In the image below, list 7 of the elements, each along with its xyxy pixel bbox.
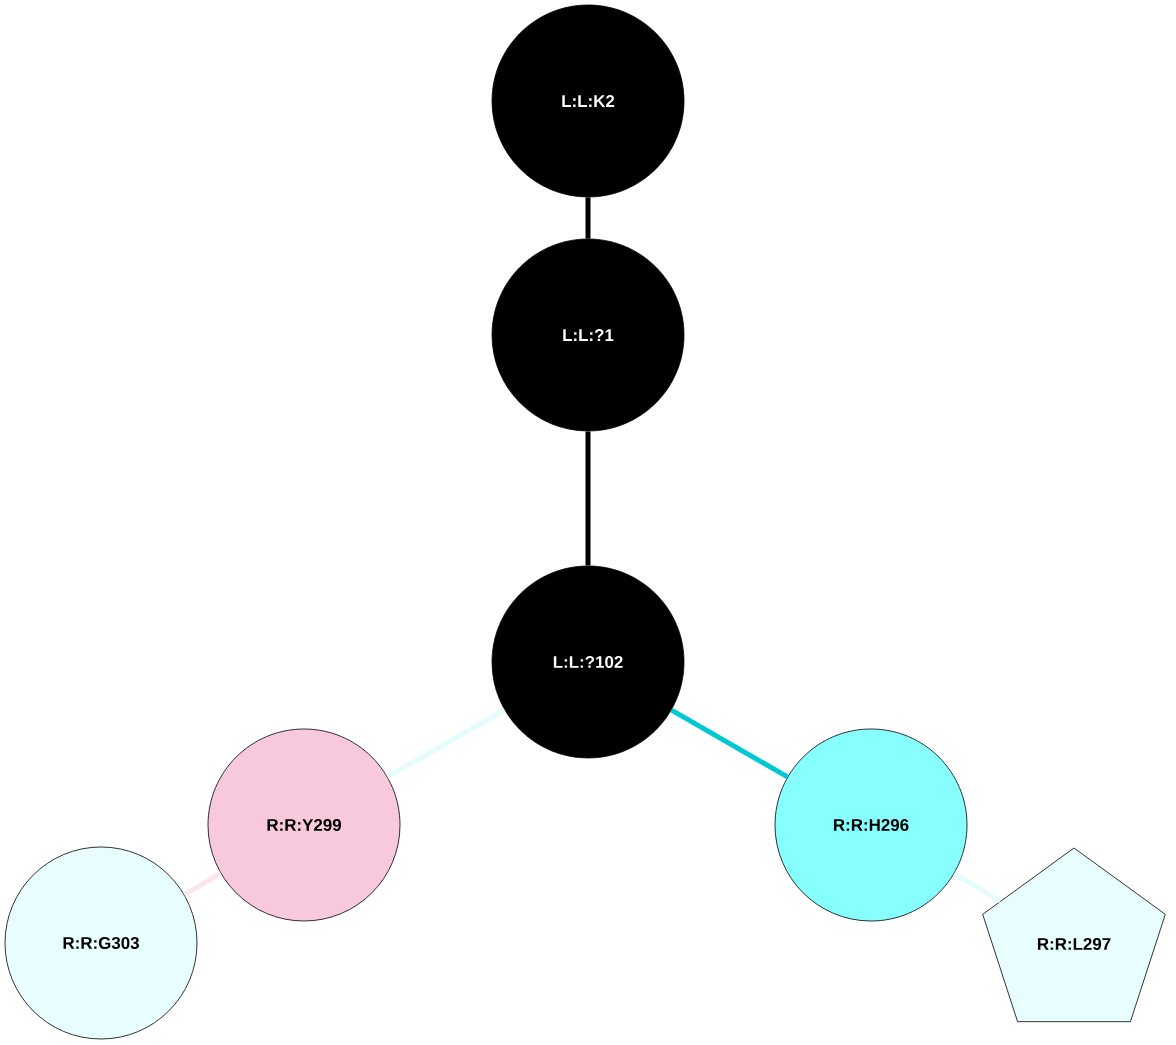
node-pentagon: R:R:L297: [982, 847, 1166, 1023]
connector-line: [670, 707, 789, 780]
connector-line: [952, 871, 1002, 904]
connector-line: [183, 871, 222, 897]
connector-line: [386, 707, 506, 780]
connector-line: [585, 431, 591, 566]
connector-line: [585, 197, 591, 239]
